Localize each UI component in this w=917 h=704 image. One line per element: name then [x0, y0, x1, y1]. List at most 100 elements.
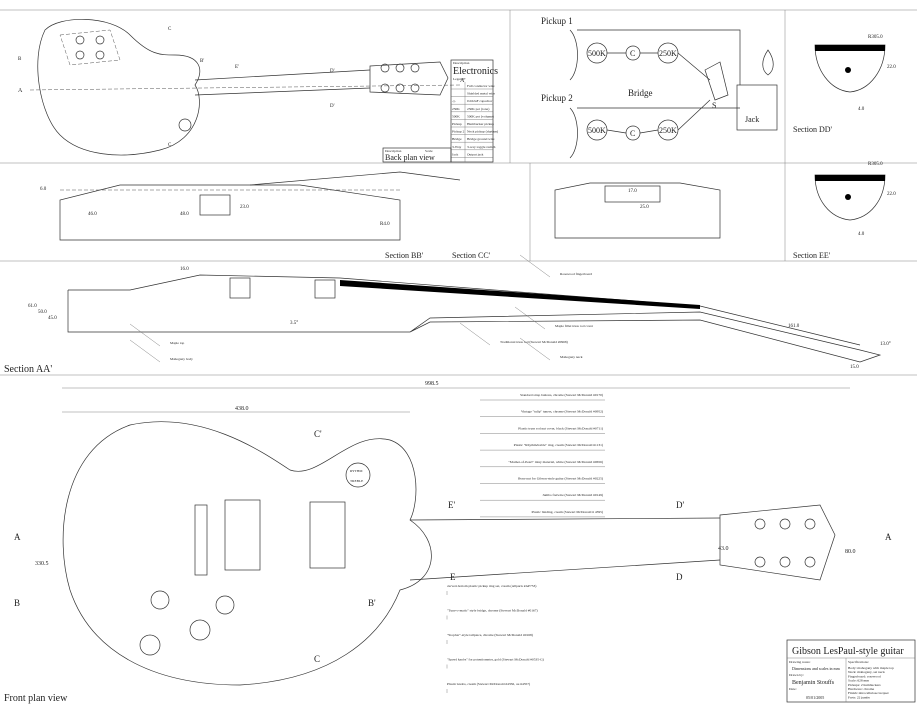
legend-symbol: Pickup — [452, 122, 462, 126]
svg-text:Drawing notes:: Drawing notes: — [789, 660, 811, 664]
svg-text:22.0: 22.0 — [887, 65, 896, 70]
marker-c: C — [168, 27, 172, 32]
spec-line: Finish: nitrocellulose lacquer — [848, 691, 890, 695]
spec-line: Pickups: 2 humbuckers — [848, 683, 881, 687]
svg-text:D: D — [676, 572, 683, 582]
section-bb: 6.0 46.0 48.0 23.0 R4.0 Section BB' Sect… — [40, 171, 491, 260]
svg-text:R305.0: R305.0 — [868, 35, 883, 40]
marker-c-bottom: C — [168, 143, 172, 148]
legend-text: 3-way toggle switch — [467, 145, 496, 149]
marker-b: B — [18, 57, 22, 62]
leader-line — [129, 339, 161, 363]
marker-a: A — [18, 88, 23, 94]
legend-symbol: Bridge — [452, 137, 462, 141]
svg-text:Scale: Scale — [425, 149, 433, 153]
svg-text:05/01/2005: 05/01/2005 — [806, 695, 824, 700]
svg-text:4.0: 4.0 — [858, 107, 865, 112]
spec-line: Neck: mahogany, set neck — [848, 670, 885, 675]
section-dd: R305.0 22.0 4.0 Section DD' — [793, 35, 896, 134]
tuners — [754, 518, 816, 568]
svg-text:17.0: 17.0 — [628, 189, 637, 194]
svg-text:50.0: 50.0 — [38, 310, 47, 315]
legend-text: 500K pot (volume) — [467, 114, 495, 118]
svg-text:13.0°: 13.0° — [880, 342, 891, 347]
tuner-pegs — [380, 63, 420, 93]
section-dd-title: Section DD' — [793, 125, 833, 134]
legend-text: 0.022uF capacitor — [467, 99, 493, 103]
legend-text: 250K pot (tone) — [467, 107, 490, 111]
svg-text:C': C' — [314, 429, 322, 439]
front-callout: Plastic "Rhythm/treble" ring, cream (Ste… — [514, 443, 604, 448]
front-plan-title: Front plan view — [4, 693, 68, 704]
front-callout: Jumbo fretwire (Stewart McDonald #0149) — [542, 493, 603, 497]
front-callout: "Speed knobs" for potentiometer, gold (S… — [447, 658, 545, 663]
legend-text: Bridge ground wire — [467, 137, 495, 141]
section-aa-callout: Mahogany neck — [560, 355, 583, 359]
section-aa-title: Section AA' — [4, 364, 52, 375]
svg-text:330.5: 330.5 — [35, 561, 49, 567]
front-callout: curved-bottom plastic pickup ring set, c… — [447, 584, 537, 589]
spec-line: Fingerboard: rosewood — [848, 674, 881, 678]
front-callout: Plastic truss rod nut cover, black (Stew… — [518, 426, 604, 431]
svg-text:Benjamin Stouffs: Benjamin Stouffs — [792, 679, 835, 686]
svg-text:23.0: 23.0 — [240, 205, 249, 210]
marker-b2: B' — [200, 59, 204, 64]
leader-line — [514, 306, 546, 330]
marker-d2: D' — [330, 69, 335, 74]
back-plan-title: Back plan view — [385, 153, 435, 162]
svg-text:A: A — [885, 532, 892, 542]
svg-text:46.0: 46.0 — [88, 212, 97, 217]
back-plan-view: A A' B B' C C E' D' D' Description Elect… — [18, 19, 499, 163]
front-callout: Bone nut for Gibson-style guitar (Stewar… — [518, 477, 604, 481]
front-callout: Standard strap buttons, chrome (Stewart … — [520, 393, 604, 398]
svg-text:E': E' — [448, 500, 455, 510]
section-aa-callout: Rosewood fingerboard — [560, 272, 592, 276]
pickup1-label: Pickup 1 — [541, 16, 573, 26]
svg-text:C: C — [314, 654, 320, 664]
svg-text:E: E — [450, 572, 456, 582]
marker-e2: E' — [235, 65, 239, 70]
svg-text:45.0: 45.0 — [48, 316, 57, 321]
spec-line: Body: mahogany with maple top — [848, 666, 894, 670]
svg-text:15.0: 15.0 — [850, 365, 859, 370]
section-aa-callout: Maple fillet truss rod cover — [555, 324, 594, 328]
front-callout: Vintage "tulip" tuners, chrome (Stewart … — [521, 410, 604, 415]
section-aa: 16.0 61.0 50.0 45.0 3.5° 161.0 13.0° 15.… — [4, 254, 891, 375]
legend-symbol: Pickup 2 — [452, 130, 465, 134]
front-plan-view: 998.5 438.0 330.5 RYTHM TREBLE 43.0 80.0… — [4, 381, 892, 704]
marker-d2-bottom: D' — [330, 104, 335, 109]
svg-text:998.5: 998.5 — [425, 381, 439, 387]
svg-text:22.0: 22.0 — [887, 192, 896, 197]
section-bb-title: Section BB' — [385, 251, 424, 260]
svg-text:80.0: 80.0 — [845, 549, 856, 555]
svg-text:C: C — [630, 49, 635, 58]
bridge-label: Bridge — [628, 88, 653, 98]
svg-text:250K: 250K — [659, 49, 677, 58]
svg-text:Specifications:: Specifications: — [848, 660, 869, 664]
svg-text:D': D' — [676, 500, 684, 510]
svg-text:Drawn by:: Drawn by: — [789, 673, 804, 677]
svg-text:250K: 250K — [659, 126, 677, 135]
legend-text: Shielded metal wire — [467, 92, 495, 96]
section-ee: R305.0 22.0 4.0 Section EE' — [793, 162, 896, 260]
svg-text:TREBLE: TREBLE — [350, 479, 363, 483]
legend-symbol: 250K — [452, 107, 460, 111]
front-callout: Plastic binding, cream (Stewart McDonald… — [532, 510, 604, 515]
jack-label: Jack — [745, 115, 759, 124]
front-callout: "Tune-o-matic" style bridge, chrome (Ste… — [447, 609, 539, 614]
svg-text:Description: Description — [453, 61, 470, 65]
svg-text:6.0: 6.0 — [40, 187, 47, 192]
svg-text:A: A — [14, 532, 21, 542]
svg-text:500K: 500K — [588, 126, 606, 135]
svg-text:48.0: 48.0 — [180, 212, 189, 217]
svg-text:B': B' — [368, 598, 376, 608]
section-cc: 17.0 25.0 — [554, 182, 721, 239]
svg-text:161.0: 161.0 — [788, 324, 800, 329]
svg-text:16.0: 16.0 — [180, 267, 189, 272]
marker-a2: A' — [460, 78, 465, 84]
svg-text:3.5°: 3.5° — [290, 321, 298, 326]
svg-text:Dimensions and scales in mm: Dimensions and scales in mm — [792, 666, 841, 671]
title-block: Gibson LesPaul-style guitar Drawing note… — [786, 639, 916, 703]
electronics-legend: Description Electronics Legend: Full con… — [450, 59, 499, 163]
